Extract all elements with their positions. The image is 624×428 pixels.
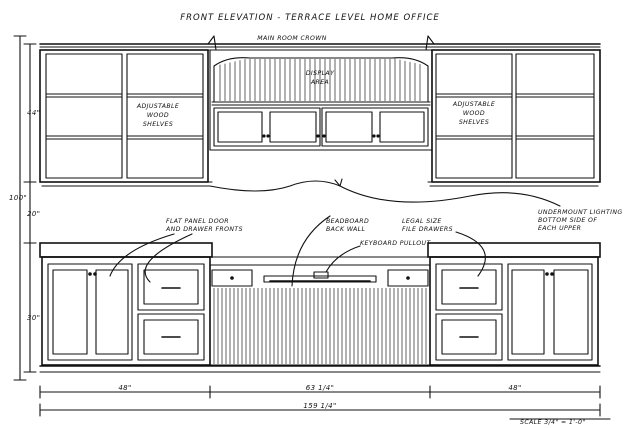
beadboard-label-1: BEADBOARD xyxy=(326,218,369,225)
main-room-crown-label: MAIN ROOM CROWN xyxy=(257,35,327,42)
left-shelves-label-3: SHELVES xyxy=(143,121,173,128)
scale-note: SCALE 3/4" = 1'-0" xyxy=(520,419,586,426)
display-area-label-2: AREA xyxy=(310,79,329,86)
center-desk xyxy=(209,264,431,366)
dim-overall-width: 159 1/4" xyxy=(303,402,336,410)
dim-total-height: 100" xyxy=(9,194,27,202)
drawing-title: FRONT ELEVATION - TERRACE LEVEL HOME OFF… xyxy=(180,13,440,23)
countertop xyxy=(39,242,601,258)
dim-right-base-width: 48" xyxy=(508,384,521,392)
vertical-dimensions: 44" 20" 30" 100" xyxy=(9,35,40,381)
right-upper-cabinet: ADJUSTABLE WOOD SHELVES xyxy=(427,49,601,187)
flat-panel-door-label-1: FLAT PANEL DOOR xyxy=(166,218,229,225)
undermount-lighting-label-1: UNDERMOUNT LIGHTING xyxy=(538,209,623,216)
dim-gap-height: 20" xyxy=(27,210,40,218)
display-area: DISPLAY AREA xyxy=(209,49,433,151)
dim-left-base-width: 48" xyxy=(118,384,131,392)
left-base-cabinet xyxy=(41,256,211,366)
right-shelves-label-1: ADJUSTABLE xyxy=(452,101,495,108)
right-base-cabinet xyxy=(429,256,599,366)
dim-center-width: 63 1/4" xyxy=(306,384,334,392)
dim-upper-height: 44" xyxy=(27,109,40,117)
annotations: FLAT PANEL DOOR AND DRAWER FRONTS BEADBO… xyxy=(109,209,623,287)
keyboard-pullout-label: KEYBOARD PULLOUT xyxy=(360,240,431,247)
beadboard-label-2: BACK WALL xyxy=(326,226,366,233)
undermount-lighting-label-2: BOTTOM SIDE OF xyxy=(538,217,597,224)
main-room-crown: MAIN ROOM CROWN xyxy=(39,35,601,51)
right-shelves-label-2: WOOD xyxy=(463,110,485,117)
left-upper-cabinet: ADJUSTABLE WOOD SHELVES xyxy=(39,49,213,187)
legal-size-label-2: FILE DRAWERS xyxy=(402,226,453,233)
left-shelves-label-1: ADJUSTABLE xyxy=(136,103,179,110)
horizontal-dimensions: 48" 63 1/4" 48" 159 1/4" xyxy=(39,384,601,417)
undermount-lighting-label-3: EACH UPPER xyxy=(538,225,581,232)
flat-panel-door-label-2: AND DRAWER FRONTS xyxy=(165,226,243,233)
right-shelves-label-3: SHELVES xyxy=(459,119,489,126)
dim-lower-height: 30" xyxy=(27,314,40,322)
left-shelves-label-2: WOOD xyxy=(147,112,169,119)
display-area-label-1: DISPLAY xyxy=(306,70,335,77)
legal-size-label-1: LEGAL SIZE xyxy=(402,218,442,225)
